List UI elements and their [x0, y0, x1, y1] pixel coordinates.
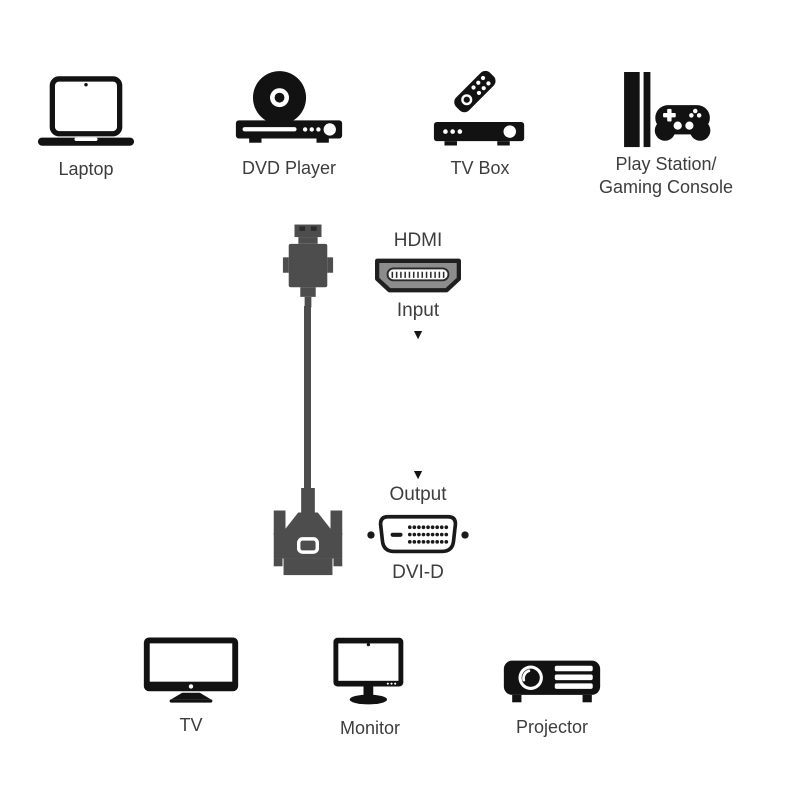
device-gaming-console: Play Station/ Gaming Console: [586, 72, 746, 198]
tv-label: TV: [179, 715, 203, 735]
laptop-label: Laptop: [58, 159, 114, 179]
device-projector: Projector: [487, 654, 617, 739]
input-label: Input: [396, 299, 440, 321]
dvi-d-port-label: DVI-D: [392, 561, 444, 583]
hdmi-port-label: HDMI: [393, 230, 443, 251]
input-arrow-icon: ▼: [411, 325, 425, 342]
monitor-label: Monitor: [339, 718, 401, 738]
tv-box-label: TV Box: [450, 158, 510, 178]
projector-icon: [503, 660, 601, 703]
tv-icon: [143, 637, 239, 703]
dvd-player-label: DVD Player: [241, 158, 337, 178]
dvi-cable-connector-icon: [273, 488, 343, 576]
device-laptop: Laptop: [24, 76, 148, 181]
dvd-player-icon: [235, 71, 343, 143]
monitor-icon: [333, 637, 404, 705]
device-tv: TV: [131, 636, 251, 737]
device-monitor: Monitor: [310, 636, 430, 740]
hdmi-cable-connector-icon: [282, 224, 334, 308]
device-dvd-player: DVD Player: [224, 70, 354, 180]
output-arrow-icon: ▼: [411, 466, 425, 482]
dvi-d-port-icon: [367, 514, 469, 554]
gaming-console-icon: [624, 72, 711, 148]
projector-label: Projector: [515, 717, 589, 737]
hdmi-port-icon: [375, 258, 461, 293]
output-label: Output: [389, 484, 447, 505]
dvi-output-block: ▼ Output DVI-D: [366, 467, 470, 584]
gaming-console-label-line2: Gaming Console: [598, 176, 734, 197]
device-tv-box: TV Box: [420, 70, 540, 180]
gaming-console-label-line1: Play Station/: [615, 154, 717, 174]
cable-wire: [304, 306, 311, 492]
hdmi-input-block: HDMI Input ▼: [370, 230, 466, 342]
tv-box-icon: [433, 70, 525, 146]
laptop-icon: [37, 76, 135, 146]
